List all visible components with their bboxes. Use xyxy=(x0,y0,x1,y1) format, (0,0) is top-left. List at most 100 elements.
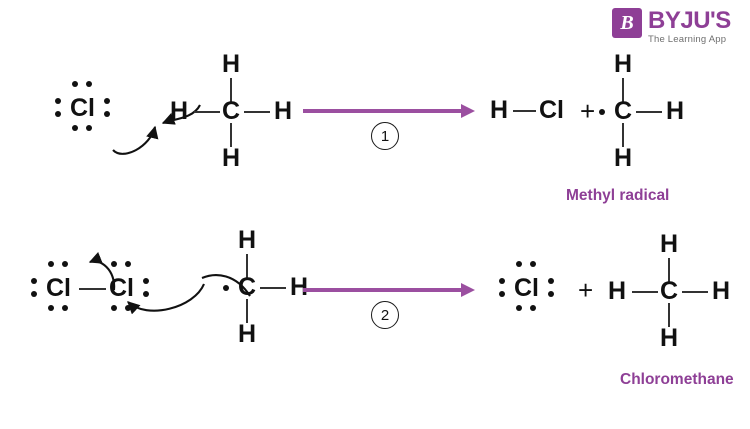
methyl-radical-hydrogen-bottom: H xyxy=(614,144,633,172)
byjus-tagline: The Learning App xyxy=(648,34,727,45)
lone-pair-dot-right-upper xyxy=(104,98,110,104)
radical-electron-dot xyxy=(599,109,605,115)
reaction-1-step-badge: 1 xyxy=(371,122,399,150)
chloromethane-hydrogen-left: H xyxy=(608,277,627,305)
cl2-left-chlorine-label: Cl xyxy=(46,274,71,302)
byjus-logo-text: BYJU'S The Learning App xyxy=(648,8,731,45)
methyl-radical-carbon: C xyxy=(614,97,633,125)
reaction-2-methyl-radical: H C H H xyxy=(222,228,342,348)
bond-methyl-c-h-right xyxy=(636,111,662,113)
reaction-2-chloromethane: H H C H H xyxy=(608,232,733,352)
reaction-2-radical-arrow-tail xyxy=(201,274,251,297)
cl2-right-dot-bottom-left xyxy=(111,305,117,311)
reaction-2-arrow xyxy=(303,283,475,297)
product-lone-pair-dot-bottom-right xyxy=(530,305,536,311)
cl2-right-dot-right-lower xyxy=(143,291,149,297)
reaction-1-arrow-head-icon xyxy=(461,104,475,118)
bond-c-h-left xyxy=(194,111,220,113)
bond-methyl-reactant-c-h-right xyxy=(260,287,286,289)
reaction-2-arrow-shaft xyxy=(303,288,461,292)
cl2-right-dot-top-right xyxy=(125,261,131,267)
lone-pair-dot-right-lower xyxy=(104,111,110,117)
bond-c-h-bottom xyxy=(230,123,232,147)
cl2-left-dot-left-lower xyxy=(31,291,37,297)
bond-methyl-reactant-c-h-top xyxy=(246,254,248,278)
lone-pair-dot-left-lower xyxy=(55,111,61,117)
reaction-1-hydrogen-chloride: H Cl xyxy=(490,98,570,130)
electron-arrow-bond-to-carbon xyxy=(161,104,201,125)
byjus-logo: B BYJU'S The Learning App xyxy=(612,8,731,45)
chloromethane-carbon: C xyxy=(660,277,679,305)
bond-methyl-c-h-bottom xyxy=(622,123,624,147)
methyl-reactant-radical-dot xyxy=(223,285,229,291)
chloromethane-caption: Chloromethane xyxy=(620,371,734,388)
product-chlorine-atom-label: Cl xyxy=(514,274,539,302)
methyl-reactant-hydrogen-bottom: H xyxy=(238,320,257,348)
product-lone-pair-dot-right-upper xyxy=(548,278,554,284)
methyl-reactant-carbon: C xyxy=(238,273,257,301)
reaction-1-plus-sign: + xyxy=(580,96,596,126)
cl2-left-dot-top-right xyxy=(62,261,68,267)
reaction-2-step-badge: 2 xyxy=(371,301,399,329)
methyl-radical-hydrogen-right: H xyxy=(666,97,685,125)
methane-hydrogen-bottom: H xyxy=(222,144,241,172)
hcl-chlorine: Cl xyxy=(539,96,564,124)
methyl-radical-hydrogen-top: H xyxy=(614,50,633,78)
reaction-1-chlorine-radical: Cl xyxy=(48,78,128,140)
product-lone-pair-dot-left-upper xyxy=(499,278,505,284)
reaction-1-arrow-shaft xyxy=(303,109,461,113)
reaction-2-arrow-head-icon xyxy=(461,283,475,297)
reaction-2-plus-sign: + xyxy=(578,275,594,305)
reaction-1-curved-arrows xyxy=(112,104,201,155)
electron-arrow-chlorine-to-hydrogen xyxy=(112,125,159,155)
reaction-1-arrow xyxy=(303,104,475,118)
cl2-left-dot-bottom-left xyxy=(48,305,54,311)
bond-h-cl xyxy=(513,110,536,112)
byjus-wordmark: BYJU'S xyxy=(648,7,731,34)
product-lone-pair-dot-top-right xyxy=(530,261,536,267)
electron-arrow-tail-path xyxy=(201,274,251,297)
lone-pair-dot-bottom-left xyxy=(72,125,78,131)
lone-pair-dot-top-right xyxy=(86,81,92,87)
bond-methyl-reactant-c-h-bottom xyxy=(246,299,248,323)
electron-arrow-bond-to-left-chlorine xyxy=(88,251,116,291)
byjus-logo-letter: B xyxy=(620,11,634,34)
cl2-right-dot-right-upper xyxy=(143,278,149,284)
reaction-2-chlorine-molecule: Cl Cl xyxy=(24,258,184,320)
lone-pair-dot-left-upper xyxy=(55,98,61,104)
methane-hydrogen-right: H xyxy=(274,97,293,125)
cl2-left-dot-left-upper xyxy=(31,278,37,284)
cl2-right-dot-top-left xyxy=(111,261,117,267)
cl2-left-dot-top-left xyxy=(48,261,54,267)
bond-chloromethane-c-h-right xyxy=(682,291,708,293)
hcl-hydrogen: H xyxy=(490,96,509,124)
bond-c-h-top xyxy=(230,78,232,102)
cl2-left-dot-bottom-right xyxy=(62,305,68,311)
bond-chloromethane-c-h-top xyxy=(668,258,670,282)
lone-pair-dot-top-left xyxy=(72,81,78,87)
product-lone-pair-dot-left-lower xyxy=(499,291,505,297)
bond-cl-cl xyxy=(79,288,106,290)
chloromethane-hydrogen-bottom: H xyxy=(660,324,679,352)
byjus-logo-mark-icon: B xyxy=(612,8,642,38)
bond-chloromethane-c-h-bottom xyxy=(668,303,670,327)
bond-methyl-c-h-top xyxy=(622,78,624,102)
reaction-1-methyl-radical: H C H H xyxy=(598,52,718,172)
reaction-2-curved-arrows xyxy=(88,251,205,315)
chloromethane-hydrogen-right: H xyxy=(712,277,731,305)
product-lone-pair-dot-right-lower xyxy=(548,291,554,297)
methyl-reactant-hydrogen-right: H xyxy=(290,273,309,301)
product-lone-pair-dot-bottom-left xyxy=(516,305,522,311)
methyl-radical-caption: Methyl radical xyxy=(566,187,670,204)
bond-c-h-right xyxy=(244,111,270,113)
methane-hydrogen-left: H xyxy=(170,97,189,125)
methyl-reactant-hydrogen-top: H xyxy=(238,226,257,254)
chlorine-atom-label: Cl xyxy=(70,94,95,122)
lone-pair-dot-bottom-right xyxy=(86,125,92,131)
electron-arrow-radical-to-chlorine xyxy=(127,283,205,315)
chloromethane-hydrogen-top: H xyxy=(660,230,679,258)
product-lone-pair-dot-top-left xyxy=(516,261,522,267)
methane-hydrogen-top: H xyxy=(222,50,241,78)
reaction-2-chlorine-radical: Cl xyxy=(492,258,572,320)
